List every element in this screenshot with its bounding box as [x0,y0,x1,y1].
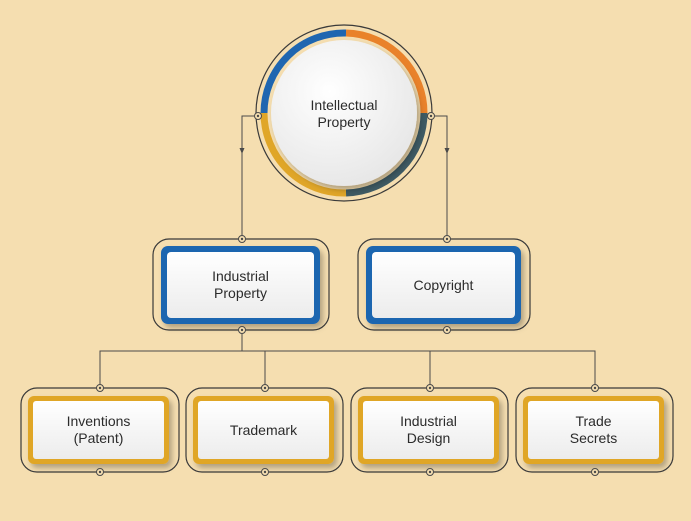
connector-dot-icon [261,384,269,392]
node-copyright [357,238,531,331]
connector-dots [96,112,599,476]
connector-dot-icon [427,112,435,120]
industrial-property-label: Industrial Property [212,268,269,301]
connector-lines [99,115,596,388]
root-arc-orange [345,29,428,114]
connector-dot-icon [591,384,599,392]
trade-secrets-label: Trade Secrets [569,413,618,446]
root-node [255,24,433,202]
root-arc-blue [260,29,347,114]
node-card [167,252,314,318]
industrial-design-label: Industrial Design [400,413,457,446]
connector-root-to-industrial [241,115,258,239]
node-industrial-design [350,387,509,473]
copyright-label: Copyright [413,276,474,293]
arrow-right-icon [444,148,450,154]
node-card [528,401,659,459]
connector-dot-icon [443,235,451,243]
connector-dot-icon [443,326,451,334]
trademark-label: Trademark [229,421,298,438]
root-arc-gold [260,112,347,197]
connector-industrial-to-children [99,330,596,388]
connector-dot-icon [238,326,246,334]
root-arc-slate [345,112,428,197]
connector-dot-icon [96,384,104,392]
node-trademark [185,387,344,473]
node-trade-secrets [515,387,674,473]
connector-arrows [239,148,450,154]
connector-dot-icon [591,468,599,476]
inventions-patent-label: Inventions (Patent) [66,413,131,446]
root-face [271,40,417,186]
connector-root-to-copyright [431,115,448,239]
node-card [198,401,329,459]
connector-dot-icon [426,384,434,392]
node-card [33,401,164,459]
connector-dot-icon [261,468,269,476]
node-card [372,252,515,318]
connector-dot-icon [238,235,246,243]
node-card [363,401,494,459]
arrow-left-icon [239,148,245,154]
connector-dot-icon [96,468,104,476]
root-label: Intellectual Property [310,97,378,130]
connector-dot-icon [254,112,262,120]
connector-dot-icon [426,468,434,476]
